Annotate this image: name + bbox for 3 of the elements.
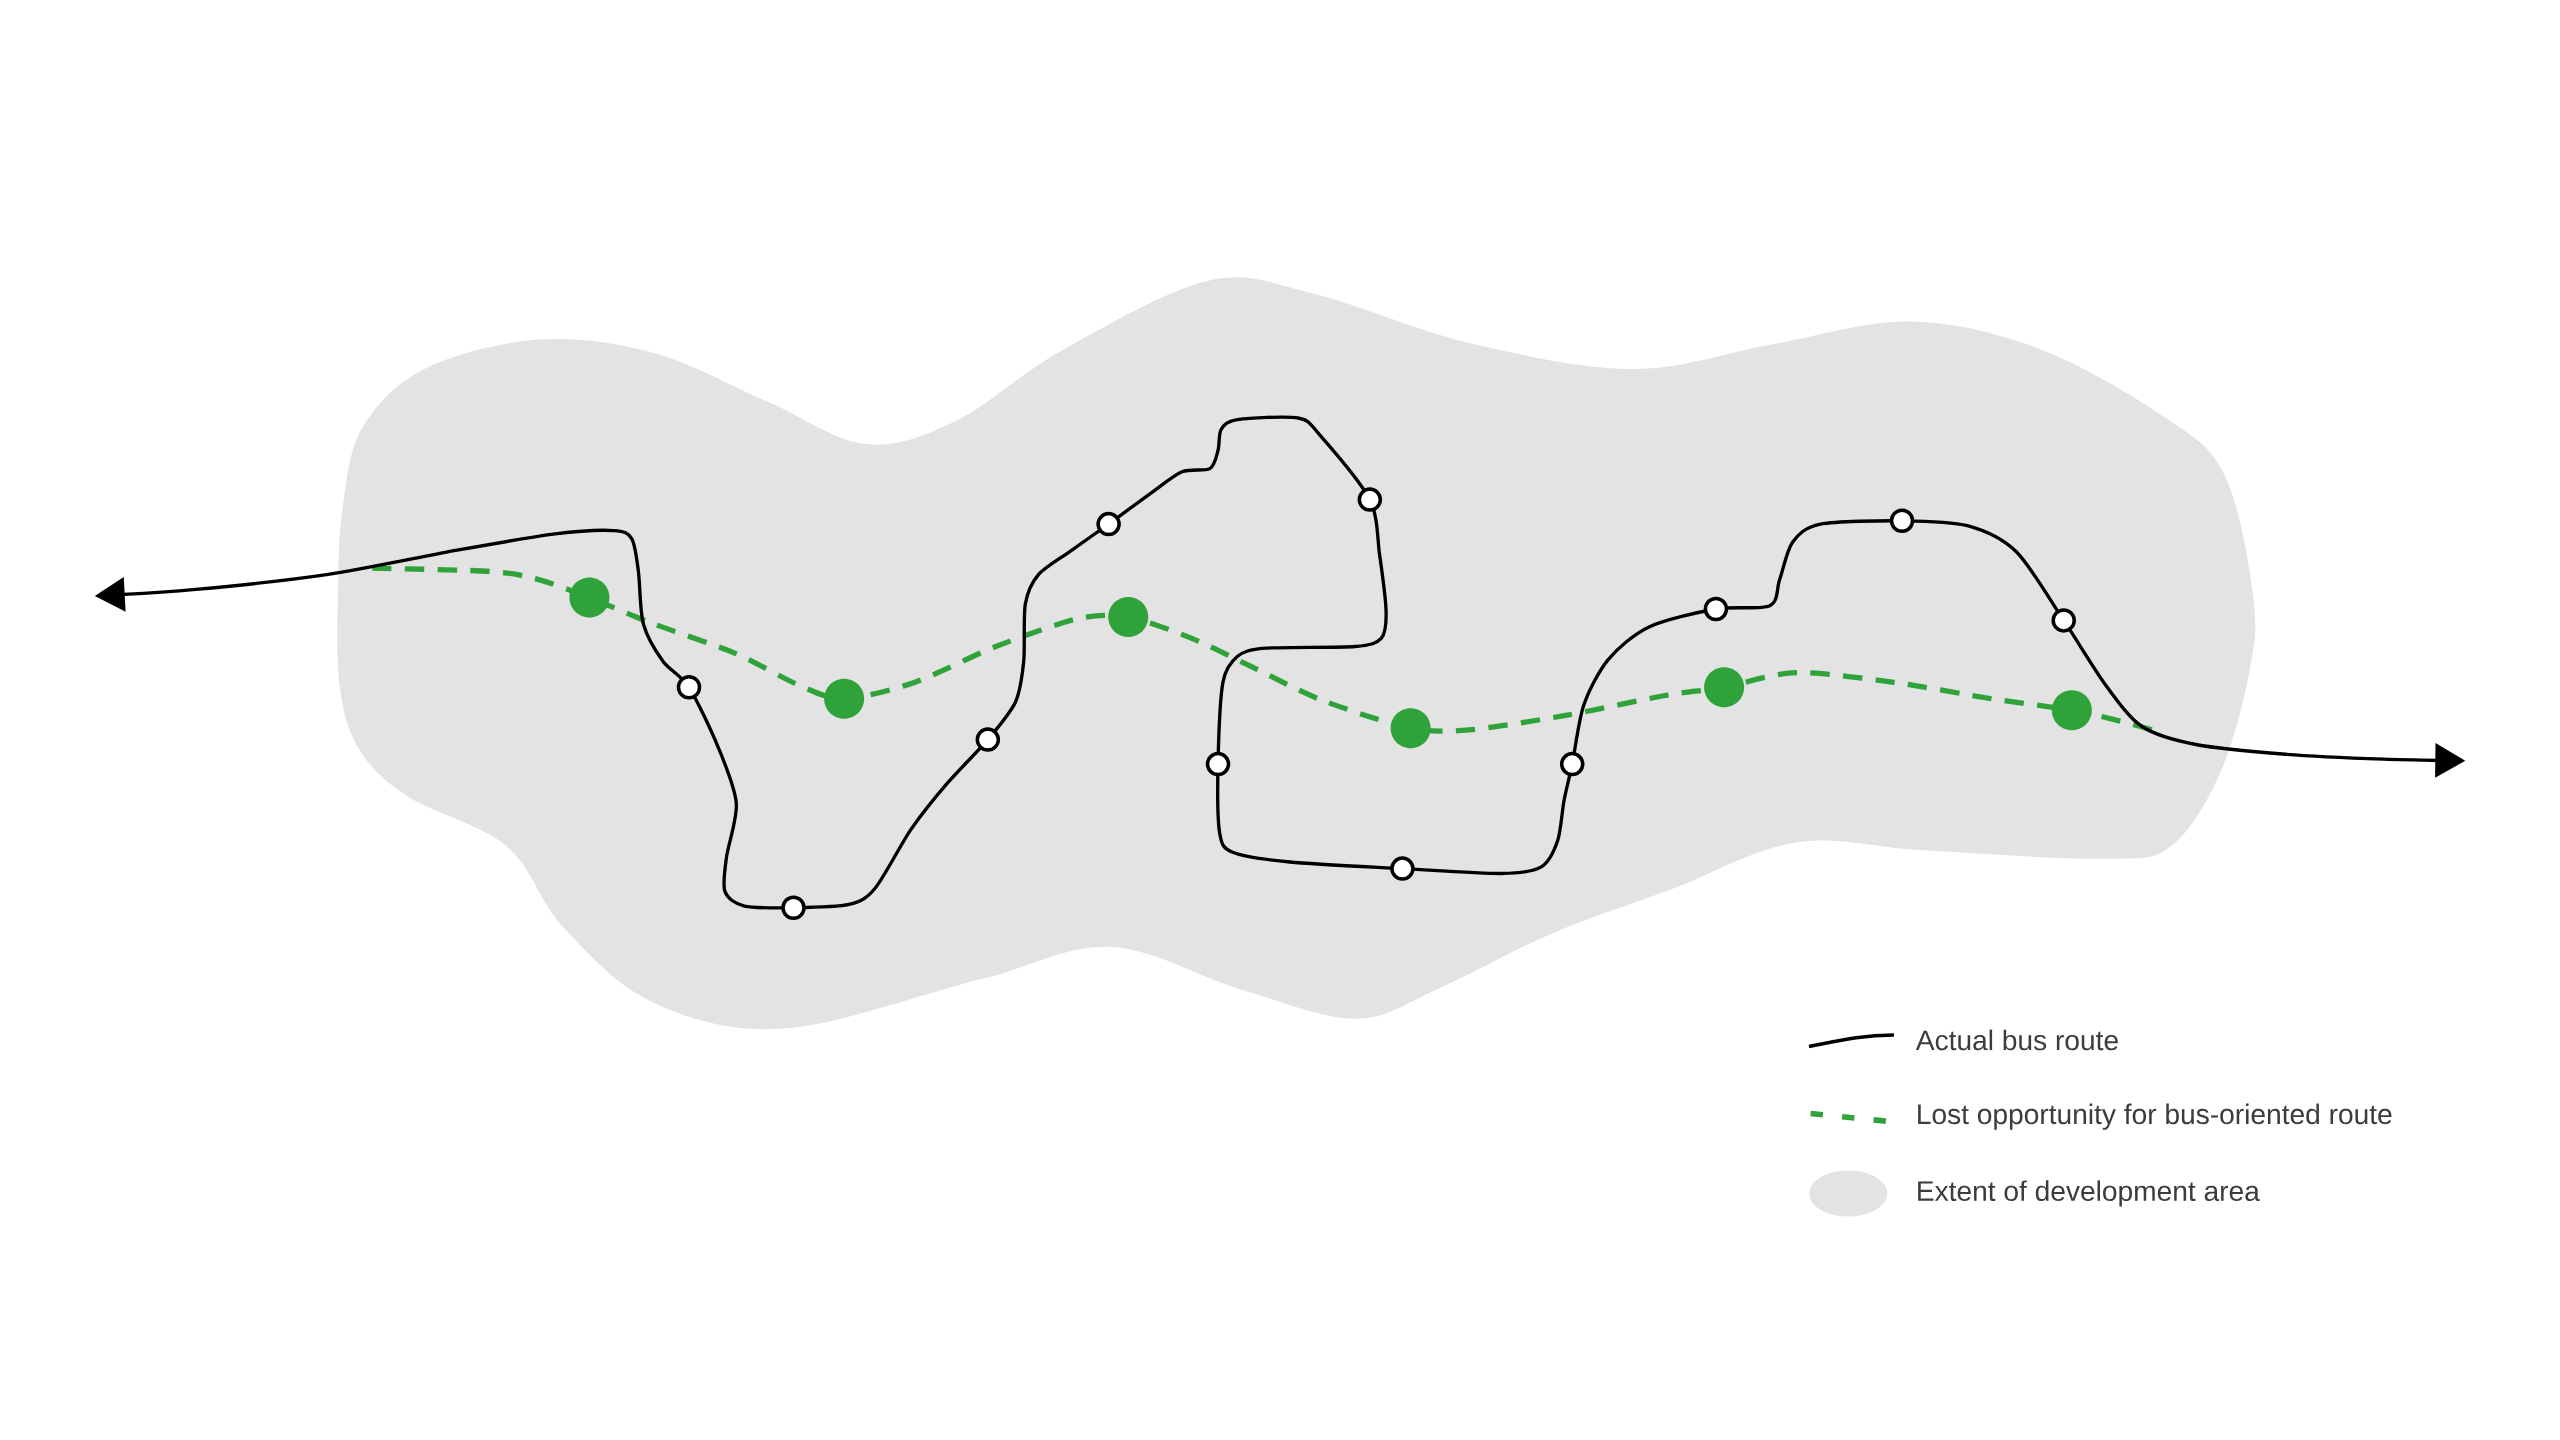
legend-text: Extent of development area [1918,1180,2260,1207]
legend-text: Actual bus route [1915,1029,2118,1051]
legend-text: Lost opportunity for bus-oriented route [1918,1103,2392,1130]
